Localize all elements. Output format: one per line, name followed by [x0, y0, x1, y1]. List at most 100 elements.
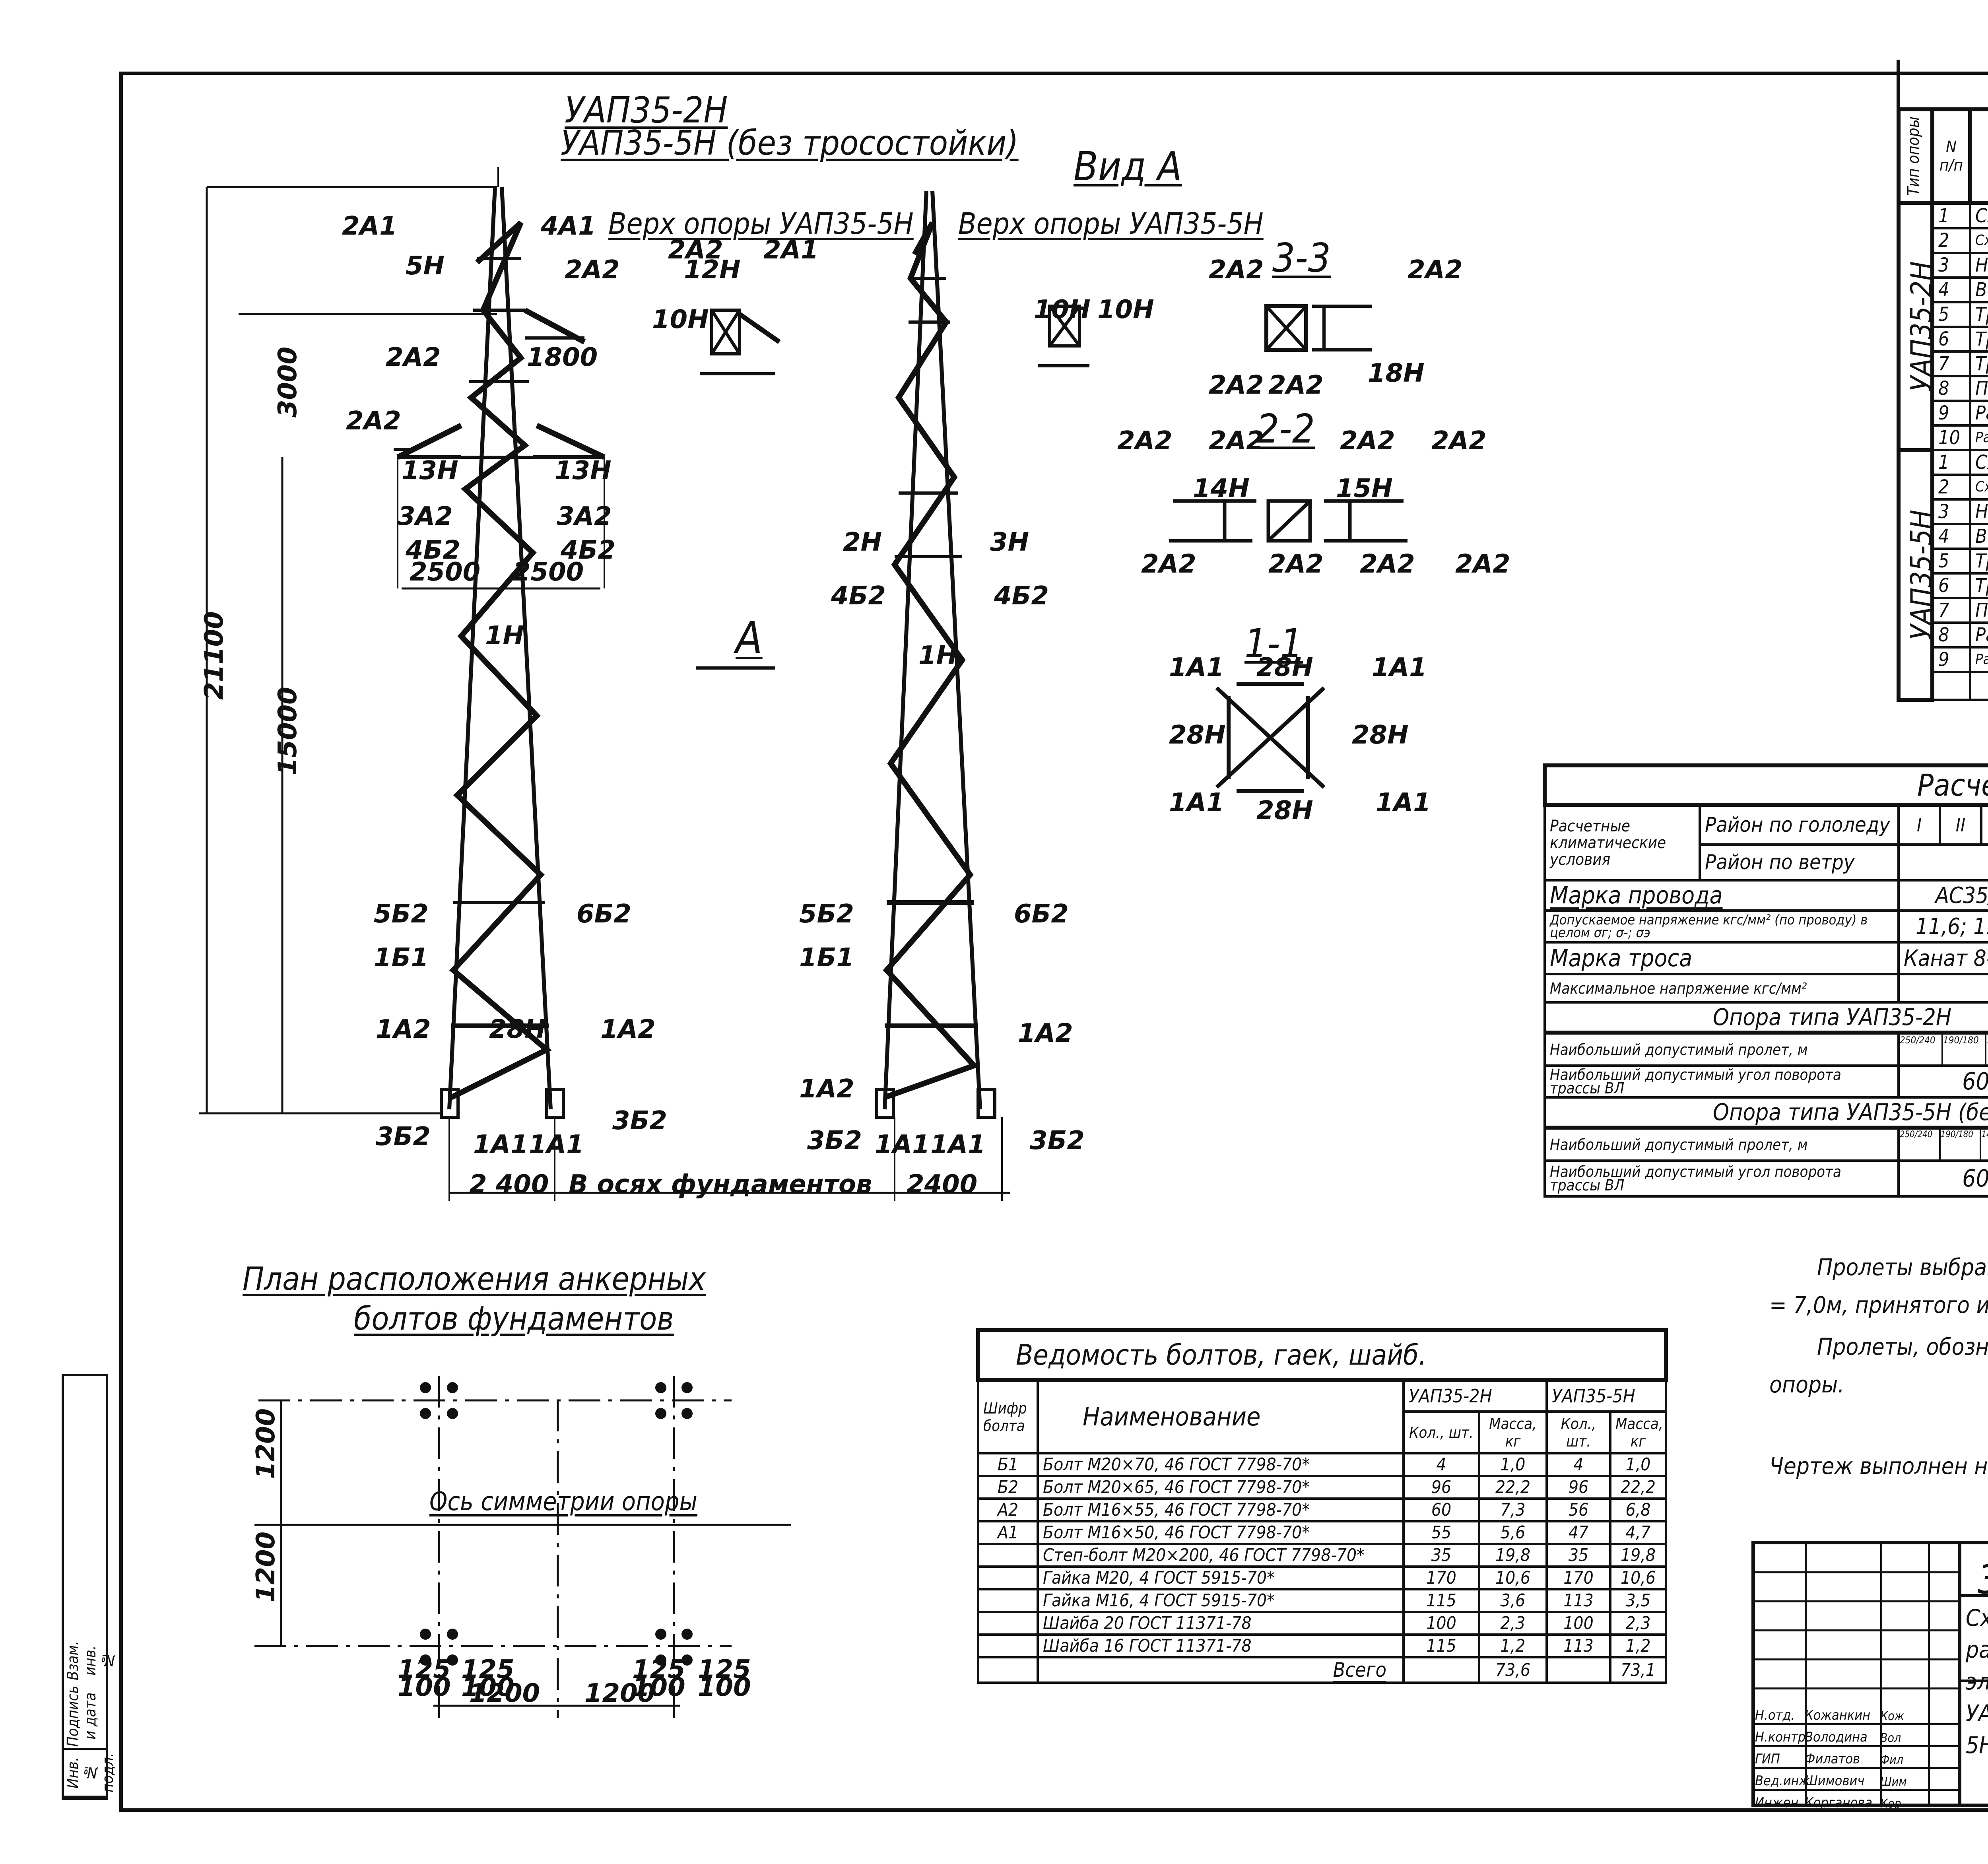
row-name: Схемы переходных опор ВЛ 6-10кВ и 35кВ б…	[1969, 449, 1988, 476]
angle-label-5h: Наибольший допустимый угол поворота трас…	[1543, 1159, 1900, 1198]
row-num: 5	[1931, 548, 1971, 575]
svg-text:1А1: 1А1	[875, 1130, 930, 1159]
svg-text:10Н: 10Н	[1034, 295, 1091, 324]
climate-label: Расчетные климатические условия	[1543, 804, 1701, 882]
svg-text:10Н: 10Н	[1097, 295, 1154, 324]
symmetry-axis-label: Ось симметрии опоры	[429, 1487, 697, 1516]
svg-text:1А1: 1А1	[1169, 653, 1224, 682]
svg-text:125: 125	[632, 1655, 685, 1684]
top-detail-1-icon	[700, 309, 781, 375]
side-stamp-cell: Подпись и дата	[64, 1684, 106, 1750]
wire-label: Марка провода	[1543, 879, 1900, 912]
total-2h: 73,6	[1478, 1656, 1548, 1684]
stress-value: 11,6; 11,6; 8,8	[1897, 909, 1988, 944]
svg-text:1А1: 1А1	[1169, 788, 1224, 817]
tower-2h-icon	[199, 167, 1010, 1201]
support-5h-title: Опора типа УАП35-5Н (без тросостойки)	[1543, 1096, 1988, 1130]
row-num: 1	[1931, 202, 1971, 229]
col-bolt-code: Шифр болта	[977, 1379, 1039, 1454]
row-name: Подставка Н = 3м	[1969, 597, 1988, 624]
top-5h-title-2: Верх опоры УАП35-5Н	[958, 207, 1264, 241]
group-type: УАП35-5Н	[1897, 448, 1934, 702]
svg-text:2Н: 2Н	[843, 528, 882, 557]
row-name: Схемы переходных опор ВЛ 6-10кВ и 35кВ с…	[1969, 202, 1988, 229]
svg-text:2А2: 2А2	[565, 255, 620, 285]
svg-text:3А2: 3А2	[398, 502, 453, 531]
svg-text:1200: 1200	[584, 1679, 655, 1708]
col-group-2h: УАП35-2Н	[1402, 1379, 1548, 1413]
support-2h-title: Опора типа УАП35-2Н	[1543, 1001, 1988, 1035]
row-num: 8	[1931, 375, 1971, 402]
anchor-plan-icon: 1200 1200 1200 1200 125 100 125 100 125 …	[251, 1376, 791, 1718]
col-name: Наименование	[1968, 107, 1988, 205]
col-num: N п/п	[1930, 107, 1972, 205]
main-title-2h: УАП35-2Н	[565, 89, 728, 131]
view-a-title: Вид А	[1074, 143, 1182, 190]
svg-text:28Н: 28Н	[489, 1015, 546, 1044]
tower-view-a-icon	[875, 190, 996, 1119]
col-type: Тип опоры	[1897, 107, 1934, 205]
svg-text:1А2: 1А2	[600, 1015, 656, 1044]
top-5h-title-1: Верх опоры УАП35-5Н	[608, 207, 914, 241]
drawing-list-table: Тип опоры N п/п Наименование Обозначение…	[1897, 107, 1988, 702]
spans-2h: 250/240190/180145/140120/118260/240205/2…	[1897, 1031, 1988, 1067]
svg-text:1А2: 1А2	[376, 1015, 431, 1044]
dim-total-height: 21100	[200, 611, 229, 700]
svg-text:28Н: 28Н	[1256, 653, 1313, 682]
sheet-frame	[119, 72, 1988, 1812]
bolts-schedule: Ведомость болтов, гаек, шайб. Шифр болта…	[976, 1328, 1668, 1684]
row-name: Траверса УАП-13Н ℓ = 2,5м	[1969, 301, 1988, 328]
svg-text:12Н: 12Н	[684, 255, 741, 285]
svg-text:1200: 1200	[251, 1532, 281, 1602]
svg-text:4Б2: 4Б2	[405, 536, 460, 565]
row-num: 10	[1931, 424, 1971, 451]
svg-text:2500: 2500	[410, 557, 480, 587]
angle-label-2h: Наибольший допустимый угол поворота трас…	[1543, 1064, 1900, 1099]
anchor-plan-title-2: болтов фундаментов	[354, 1300, 674, 1337]
svg-text:13Н: 13Н	[402, 456, 458, 485]
total-label: Всего	[1037, 1656, 1405, 1684]
row-name: Расчетный лист опоры с тросом	[1969, 400, 1988, 427]
row-name: Траверса УАП-17Н ℓ = 1,8м	[1969, 326, 1988, 353]
svg-text:2А2: 2А2	[1268, 549, 1324, 579]
col-group-5h: УАП35-5Н	[1545, 1379, 1667, 1413]
group-5h: УАП35-5Н1Схемы переходных опор ВЛ 6-10кВ…	[1897, 448, 1988, 702]
svg-text:2А1: 2А1	[763, 235, 819, 265]
svg-text:1Б1: 1Б1	[374, 943, 429, 973]
span-label-2h: Наибольший допустимый пролет, м	[1543, 1031, 1900, 1067]
doc-title: Схема расположения элементов опор УАП35-…	[1966, 1604, 1988, 1759]
svg-text:2А2: 2А2	[1455, 549, 1510, 579]
svg-text:1А1: 1А1	[473, 1130, 528, 1159]
svg-text:100: 100	[461, 1673, 514, 1702]
row-name: Тросостойка УАП-21Н	[1969, 350, 1988, 377]
row-num: 3	[1931, 252, 1971, 279]
svg-text:2А2: 2А2	[1340, 426, 1395, 456]
svg-text:1Н: 1Н	[485, 621, 524, 650]
design-data-table: Расчетные данные Расчетные климатические…	[1542, 763, 1988, 1198]
row-name: Нижняя секция УАП-1Н	[1969, 498, 1988, 525]
span-label-5h: Наибольший допустимый пролет, м	[1543, 1126, 1900, 1162]
stress-label: Допускаемое напряжение кгс/мм² (по прово…	[1543, 909, 1900, 944]
wind-value: III / IV	[1897, 843, 1988, 882]
svg-text:2А2: 2А2	[1268, 371, 1324, 400]
row-num: 9	[1931, 400, 1971, 427]
side-stamp-cell: Инв. № подл.	[64, 1750, 116, 1798]
svg-text:3Б2: 3Б2	[1030, 1126, 1085, 1155]
svg-text:2А1: 2А1	[342, 212, 397, 241]
svg-text:1Б1: 1Б1	[799, 943, 854, 973]
row-name: Верхняя секция УАП-4Н	[1969, 523, 1988, 550]
svg-text:100: 100	[698, 1673, 751, 1702]
svg-text:125: 125	[398, 1655, 451, 1684]
svg-text:1800: 1800	[527, 343, 598, 372]
svg-text:2А2: 2А2	[1141, 549, 1196, 579]
row-num: 1	[1931, 449, 1971, 476]
section-3-3-icon	[1264, 304, 1372, 352]
